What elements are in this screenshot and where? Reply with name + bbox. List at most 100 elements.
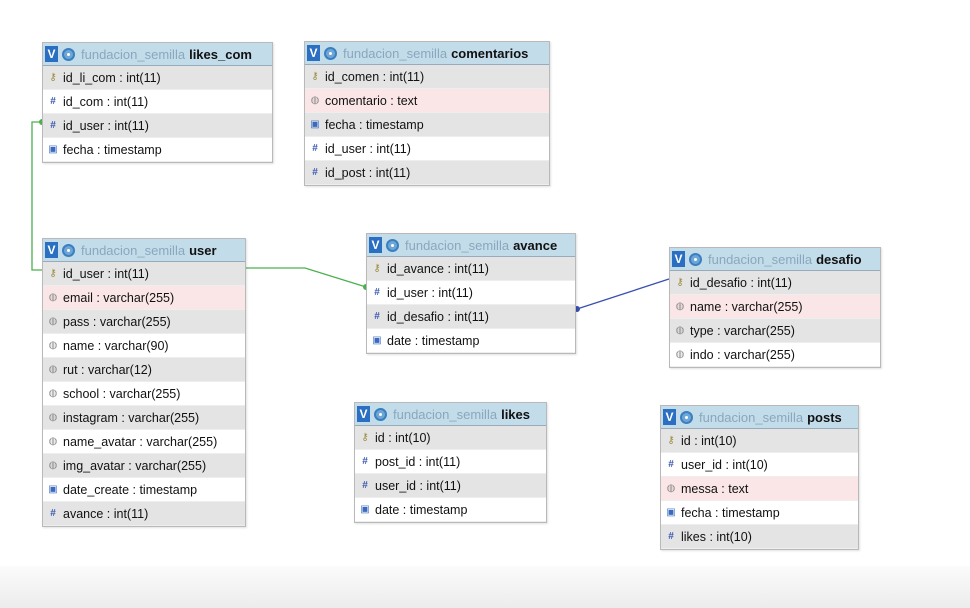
key-icon: ⚷ [676,277,684,288]
column-label: school : varchar(255) [63,386,181,401]
collapse-toggle-button[interactable]: V [672,251,685,267]
text-icon: ◍ [666,483,676,494]
column-row[interactable]: ◍name_avatar : varchar(255) [43,430,245,454]
column-row[interactable]: ◍ instagram : varchar(255) [43,406,245,430]
numeric-icon: # [668,531,674,542]
gear-icon[interactable] [689,252,702,266]
column-row[interactable]: ⚷ id_avance : int(11) [367,257,575,281]
numeric-icon: # [312,167,318,178]
relation-line-avance-user [244,267,367,288]
collapse-toggle-button[interactable]: V [357,406,370,422]
gear-icon[interactable] [386,238,399,252]
gear-icon[interactable] [680,410,693,424]
column-label: date : timestamp [387,333,480,348]
column-row[interactable]: # likes : int(10) [661,525,858,549]
column-label: fecha : timestamp [63,142,162,157]
date-icon: ▣ [310,119,320,130]
text-icon: ◍ [48,364,58,375]
gear-icon[interactable] [324,46,337,60]
column-row[interactable]: ⚷id : int(10) [355,426,546,450]
text-icon: ◍ [675,349,685,360]
column-row[interactable]: # id_user : int(11) [367,281,575,305]
column-row[interactable]: # post_id : int(11) [355,450,546,474]
column-row[interactable]: ⚷id_user : int(11) [43,262,245,286]
column-row[interactable]: ◍name : varchar(255) [670,295,880,319]
collapse-toggle-button[interactable]: V [307,45,320,61]
column-row[interactable]: #id_user : int(11) [305,137,549,161]
column-label: instagram : varchar(255) [63,410,200,425]
gear-icon[interactable] [374,407,387,421]
table-name: likes [501,406,530,422]
date-icon: ▣ [48,484,58,495]
numeric-icon: # [362,456,368,467]
column-row[interactable]: ▣date_create : timestamp [43,478,245,502]
column-row[interactable]: #id_user : int(11) [43,114,272,138]
text-icon: ◍ [48,412,58,423]
numeric-icon: # [374,287,380,298]
numeric-icon: # [50,96,56,107]
column-label: id_desafio : int(11) [690,275,792,290]
database-name: fundacion_semilla [393,406,498,422]
column-row[interactable]: ⚷id_comen : int(11) [305,65,549,89]
column-row[interactable]: ◍rut : varchar(12) [43,358,245,382]
column-row[interactable]: ⚷id_li_com : int(11) [43,66,272,90]
column-row[interactable]: ◍messa : text [661,477,858,501]
column-row[interactable]: ⚷ id_desafio : int(11) [670,271,880,295]
column-row[interactable]: #user_id : int(10) [661,453,858,477]
column-row[interactable]: #avance : int(11) [43,502,245,526]
column-row[interactable]: ◍pass : varchar(255) [43,310,245,334]
gear-icon[interactable] [62,47,75,61]
column-row[interactable]: ◍comentario : text [305,89,549,113]
column-row[interactable]: #user_id : int(11) [355,474,546,498]
collapse-toggle-button[interactable]: V [45,242,58,258]
database-name: fundacion_semilla [405,237,510,253]
column-row[interactable]: # id_com : int(11) [43,90,272,114]
gear-icon[interactable] [62,243,75,257]
column-label: name : varchar(255) [690,299,803,314]
column-label: id_avance : int(11) [387,261,489,276]
database-name: fundacion_semilla [343,45,448,61]
column-row[interactable]: ◍name : varchar(90) [43,334,245,358]
numeric-icon: # [50,508,56,519]
database-name: fundacion_semilla [699,409,804,425]
column-row[interactable]: ◍img_avatar : varchar(255) [43,454,245,478]
column-row[interactable]: ◍type : varchar(255) [670,319,880,343]
column-list: ⚷id_li_com : int(11) # id_com : int(11) #id… [43,66,272,162]
column-row[interactable]: ◍email : varchar(255) [43,286,245,310]
column-row[interactable]: ◍indo : varchar(255) [670,343,880,367]
column-row[interactable]: ▣date : timestamp [355,498,546,522]
column-label: post_id : int(11) [375,454,461,469]
column-row[interactable]: #id_desafio : int(11) [367,305,575,329]
column-row[interactable]: ▣fecha : timestamp [305,113,549,137]
column-label: id_com : int(11) [63,94,149,109]
column-row[interactable]: ▣fecha : timestamp [661,501,858,525]
column-row[interactable]: ▣fecha : timestamp [43,138,272,162]
column-label: id_user : int(11) [387,285,473,300]
column-label: fecha : timestamp [681,505,780,520]
collapse-toggle-button[interactable]: V [663,409,676,425]
key-icon: ⚷ [373,263,381,274]
column-row[interactable]: ▣date : timestamp [367,329,575,353]
column-row[interactable]: ⚷id : int(10) [661,429,858,453]
column-row[interactable]: ◍school : varchar(255) [43,382,245,406]
column-label: likes : int(10) [681,529,752,544]
table-name: avance [513,237,558,253]
collapse-toggle-button[interactable]: V [45,46,58,62]
column-row[interactable]: #id_post : int(11) [305,161,549,185]
collapse-toggle-button[interactable]: V [369,237,382,253]
